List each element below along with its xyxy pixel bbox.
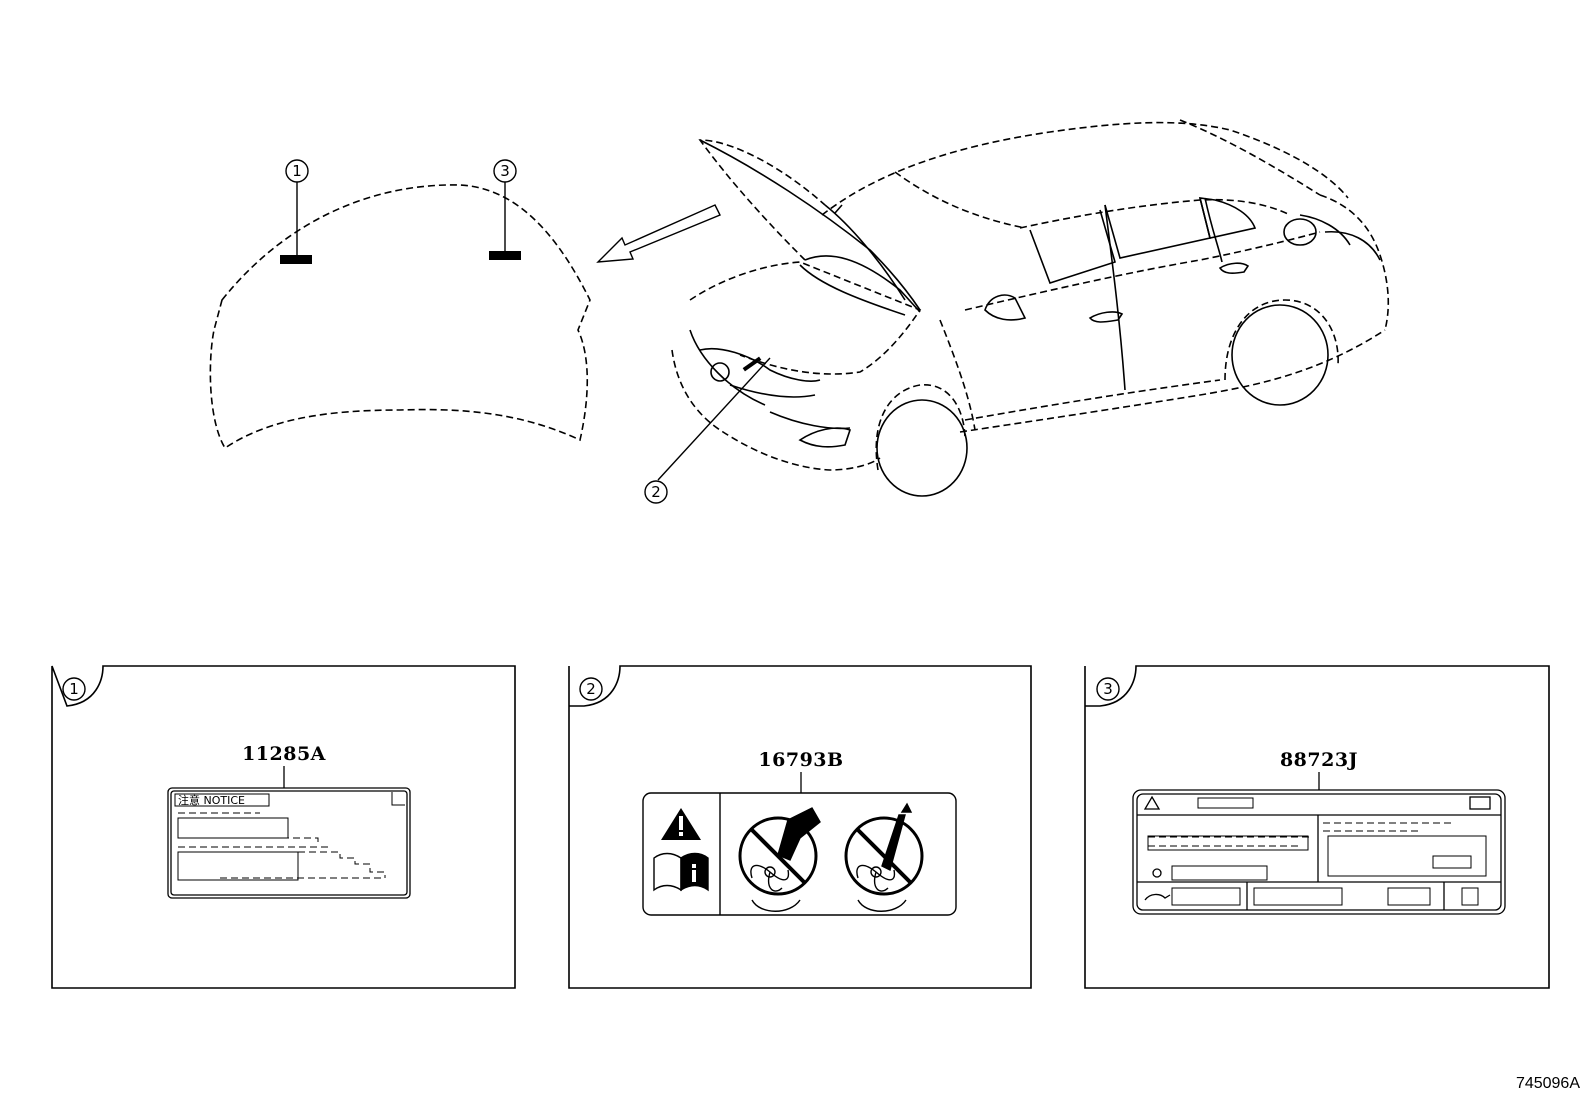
warning-triangle-icon — [661, 808, 701, 840]
panel-2-index: 2 — [586, 680, 596, 698]
panel-3-index: 3 — [1103, 680, 1113, 698]
hood-outline — [209, 184, 591, 450]
info-label-88723J — [1132, 789, 1506, 915]
panel-2-part-number: 16793B — [758, 749, 843, 771]
panel-1-index: 1 — [69, 680, 79, 698]
direction-arrow — [596, 204, 721, 263]
book-small-icon — [1469, 796, 1491, 810]
no-hand-near-fan-icon — [738, 807, 821, 912]
fill-point-icon — [1152, 868, 1162, 878]
panel-1: 1 11285A 注意 NOTICE — [51, 665, 516, 989]
hood-label-3-marker — [489, 251, 521, 260]
panel-2: 2 16793B — [568, 665, 1032, 989]
car-illustration — [671, 119, 1390, 497]
oil-can-icon — [1144, 893, 1171, 901]
panel-1-part-number: 11285A — [242, 743, 326, 765]
callout-3-number: 3 — [500, 162, 510, 180]
panel-3-part-number: 88723J — [1280, 749, 1358, 771]
notice-label-11285A: 注意 NOTICE — [167, 787, 411, 899]
no-tool-near-fan-icon — [844, 802, 924, 912]
warning-triangle-small-icon — [1143, 795, 1161, 810]
callout-3: 3 — [493, 159, 517, 251]
notice-heading: 注意 NOTICE — [178, 793, 245, 807]
callout-1-number: 1 — [292, 162, 302, 180]
callout-2: 2 — [644, 356, 771, 504]
panel-3: 3 88723J — [1084, 665, 1550, 989]
callout-1: 1 — [285, 159, 309, 255]
document-id: 745096A — [1516, 1075, 1580, 1092]
callout-2-number: 2 — [651, 483, 661, 501]
hood-label-1-marker — [280, 255, 312, 264]
manual-book-icon — [653, 852, 709, 892]
fan-warning-label-16793B — [642, 792, 957, 916]
